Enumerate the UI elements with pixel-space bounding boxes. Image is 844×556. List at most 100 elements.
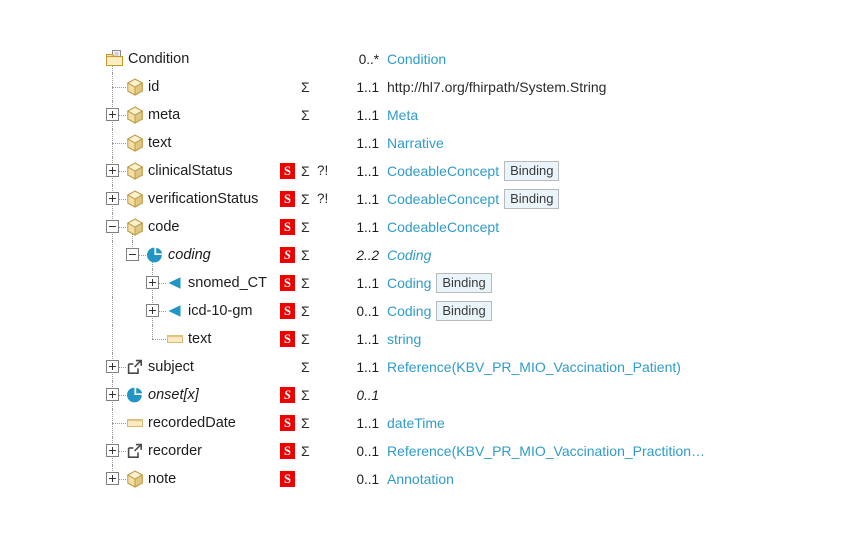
element-name-cell: clinicalStatus: [0, 157, 275, 185]
expand-toggle[interactable]: [106, 192, 119, 205]
must-support-flag[interactable]: S: [280, 443, 295, 459]
cardinality: 2..2: [356, 247, 379, 263]
flags-cell: S: [275, 465, 335, 493]
binding-badge[interactable]: Binding: [436, 273, 492, 293]
expand-toggle[interactable]: [106, 164, 119, 177]
flags-cell: [275, 129, 335, 157]
type-link[interactable]: Condition: [387, 51, 447, 67]
element-name-cell: icd-10-gm: [0, 297, 275, 325]
must-support-flag[interactable]: S: [280, 331, 295, 347]
reference-target-link[interactable]: KBV_PR_MIO_Vaccination_Patient: [456, 359, 677, 375]
element-icon: [126, 218, 144, 236]
type-link[interactable]: dateTime: [387, 415, 445, 431]
reference-target-link[interactable]: KBV_PR_MIO_Vaccination_Practition…: [456, 443, 706, 459]
element-name: subject: [148, 359, 194, 375]
element-icon: [126, 470, 144, 488]
element-name: icd-10-gm: [188, 303, 253, 319]
type-link[interactable]: CodeableConcept: [387, 219, 500, 235]
expand-toggle[interactable]: [146, 304, 159, 317]
type-link[interactable]: CodeableConcept: [387, 163, 500, 179]
expand-toggle[interactable]: [106, 444, 119, 457]
must-support-flag[interactable]: S: [280, 191, 295, 207]
summary-flag[interactable]: Σ: [301, 415, 310, 431]
type-link[interactable]: string: [387, 331, 422, 347]
summary-flag[interactable]: Σ: [301, 303, 310, 319]
binding-badge[interactable]: Binding: [504, 161, 560, 181]
type-cell: Narrative: [387, 135, 844, 151]
summary-flag[interactable]: Σ: [301, 359, 310, 375]
summary-flag[interactable]: Σ: [301, 219, 310, 235]
slice-pie-icon: [126, 386, 144, 404]
summary-flag[interactable]: Σ: [301, 191, 310, 207]
element-name-cell: Condition: [0, 45, 275, 73]
summary-flag[interactable]: Σ: [301, 443, 310, 459]
element-icon: [126, 162, 144, 180]
summary-flag[interactable]: Σ: [301, 387, 310, 403]
type-link[interactable]: Annotation: [387, 471, 454, 487]
modifier-flag[interactable]: ?!: [317, 163, 329, 178]
must-support-flag[interactable]: S: [280, 415, 295, 431]
type-link[interactable]: Coding: [387, 275, 432, 291]
expand-toggle[interactable]: [106, 360, 119, 373]
modifier-flag[interactable]: ?!: [317, 191, 329, 206]
summary-flag[interactable]: Σ: [301, 275, 310, 291]
type-link[interactable]: Meta: [387, 107, 419, 123]
element-name: Condition: [128, 51, 190, 67]
tree-guide-line: [112, 171, 126, 172]
must-support-flag[interactable]: S: [280, 387, 295, 403]
type-link[interactable]: CodeableConcept: [387, 191, 500, 207]
tree-guide-line: [112, 241, 113, 269]
must-support-flag[interactable]: S: [280, 275, 295, 291]
must-support-flag[interactable]: S: [280, 247, 295, 263]
element-name-cell: recorder: [0, 437, 275, 465]
type-text: http://hl7.org/fhirpath/System.String: [387, 79, 607, 95]
cardinality: 1..1: [356, 331, 379, 347]
type-link[interactable]: Coding: [387, 303, 432, 319]
element-icon: [126, 134, 144, 152]
expand-toggle[interactable]: [146, 276, 159, 289]
collapse-toggle[interactable]: [106, 220, 119, 233]
reference-icon: [126, 358, 144, 376]
summary-flag[interactable]: Σ: [301, 163, 310, 179]
must-support-flag[interactable]: S: [280, 219, 295, 235]
expand-toggle[interactable]: [106, 472, 119, 485]
summary-flag[interactable]: Σ: [301, 107, 310, 123]
flags-cell: Σ: [275, 73, 335, 101]
summary-flag[interactable]: Σ: [301, 247, 310, 263]
tree-guide-line: [112, 297, 113, 325]
expand-toggle[interactable]: [106, 108, 119, 121]
tree-guide-line: [152, 283, 166, 284]
binding-badge[interactable]: Binding: [436, 301, 492, 321]
type-cell: Annotation: [387, 471, 844, 487]
must-support-flag[interactable]: S: [280, 303, 295, 319]
summary-flag[interactable]: Σ: [301, 79, 310, 95]
must-support-flag[interactable]: S: [280, 163, 295, 179]
type-link[interactable]: Narrative: [387, 135, 444, 151]
expand-toggle[interactable]: [106, 388, 119, 401]
type-link[interactable]: Coding: [387, 247, 432, 263]
element-name: coding: [168, 247, 211, 263]
must-support-flag[interactable]: S: [280, 471, 295, 487]
binding-badge[interactable]: Binding: [504, 189, 560, 209]
summary-flag[interactable]: Σ: [301, 331, 310, 347]
cardinality: 1..1: [356, 275, 379, 291]
collapse-toggle[interactable]: [126, 248, 139, 261]
